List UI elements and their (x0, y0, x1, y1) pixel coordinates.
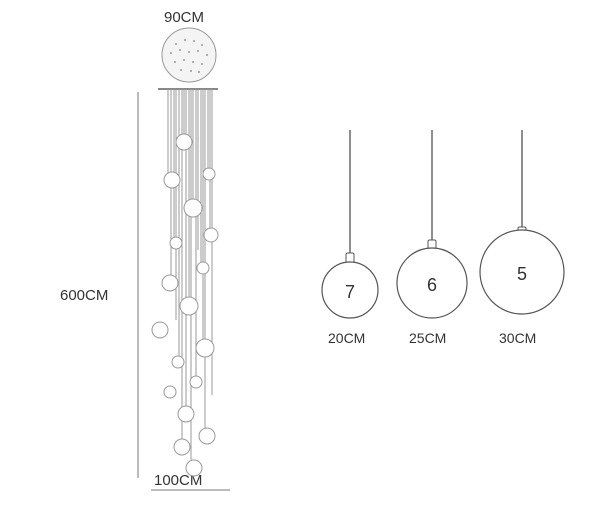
ceiling-canopy (161, 27, 217, 83)
spread-width-label: 100CM (154, 472, 203, 489)
globe (185, 459, 203, 477)
globe (163, 171, 181, 189)
globe (198, 427, 216, 445)
globe (171, 355, 185, 369)
pendant-20cm: 7 (321, 130, 379, 319)
globe (163, 385, 177, 399)
pendant-size-label-30: 30CM (499, 330, 537, 346)
pendant-count-7: 7 (345, 282, 355, 302)
globe (169, 236, 183, 250)
pendant-count-6: 6 (427, 275, 437, 295)
globe (195, 338, 215, 358)
glass-globes (151, 133, 219, 477)
globe (196, 261, 210, 275)
globe (203, 227, 219, 243)
pendant-size-label-25: 25CM (409, 330, 447, 346)
globe (151, 321, 169, 339)
pendant-size-label-20: 20CM (328, 330, 366, 346)
globe (177, 405, 195, 423)
globe (173, 438, 191, 456)
canopy-width-label: 90CM (164, 9, 205, 26)
globe (175, 133, 193, 151)
height-label: 600CM (60, 287, 109, 304)
pendant-30cm: 5 (479, 130, 565, 315)
globe (179, 296, 199, 316)
pendant-25cm: 6 (396, 130, 468, 319)
globe (161, 274, 179, 292)
globe (183, 198, 203, 218)
globe (202, 167, 216, 181)
pendant-count-5: 5 (517, 264, 527, 284)
globe (189, 375, 203, 389)
